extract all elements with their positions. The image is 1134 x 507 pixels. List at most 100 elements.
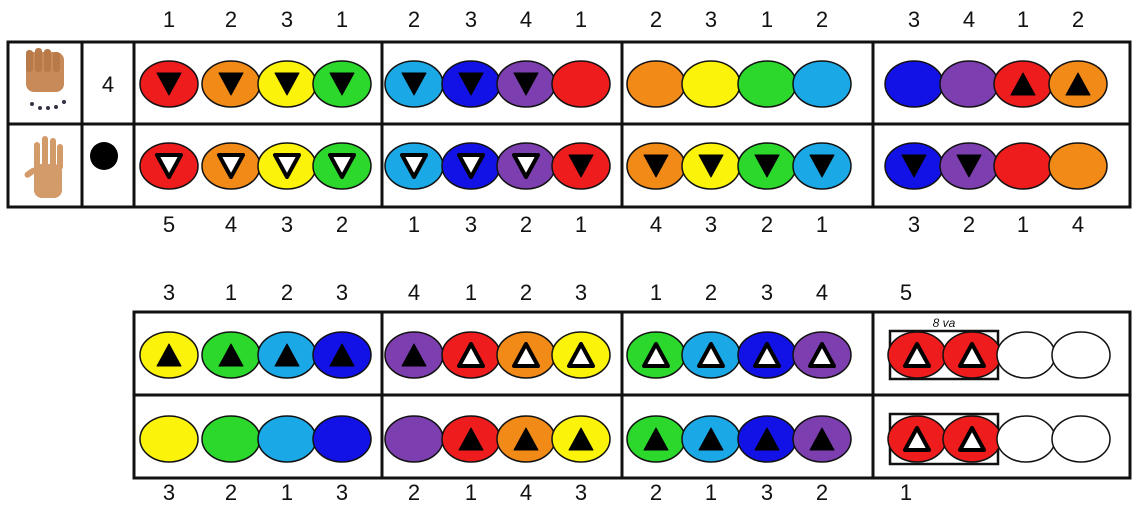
note-s2-r1-3: [258, 332, 316, 378]
finger-number-s1-bottom: 2: [761, 212, 773, 237]
note-s2-r2-10: [682, 416, 740, 462]
note-s2-r1-4: [313, 332, 371, 378]
note-circle: [997, 332, 1055, 378]
note-s2-r1-10: [682, 332, 740, 378]
note-circle: [1052, 332, 1110, 378]
note-s1-r2-12: [793, 143, 851, 189]
filled-circle-icon: [90, 142, 118, 170]
finger-number-s1-top: 1: [336, 7, 348, 32]
finger-number-s1-top: 2: [650, 7, 662, 32]
finger-number-s1-top: 1: [575, 7, 587, 32]
finger-number-s1-bottom: 2: [963, 212, 975, 237]
finger-number-s1-bottom: 1: [816, 212, 828, 237]
note-s1-r2-11: [738, 143, 796, 189]
note-s2-r1-15: [997, 332, 1055, 378]
finger-number-s1-bottom: 5: [163, 212, 175, 237]
note-s1-r2-7: [497, 143, 555, 189]
finger-number-s2-top: 3: [575, 280, 587, 305]
note-s1-r2-5: [385, 143, 443, 189]
note-s1-r2-9: [627, 143, 685, 189]
note-s2-r2-11: [738, 416, 796, 462]
note-s1-r1-13: [885, 61, 943, 107]
note-s1-r1-14: [940, 61, 998, 107]
finger-number-s2-top: 4: [816, 280, 828, 305]
finger-number-s1-bottom: 3: [281, 212, 293, 237]
finger-number-s1-top: 2: [816, 7, 828, 32]
finger-number-s1-bottom: 1: [408, 212, 420, 237]
note-circle: [1049, 143, 1107, 189]
note-s1-r2-1: [140, 143, 198, 189]
note-circle: [994, 143, 1052, 189]
finger-number-s2-bottom: 2: [816, 480, 828, 505]
finger-number-s2-top: 3: [761, 280, 773, 305]
note-s2-r1-6: [442, 332, 500, 378]
note-s1-r1-2: [202, 61, 260, 107]
note-s1-r1-11: [738, 61, 796, 107]
note-circle: [258, 416, 316, 462]
note-s1-r1-4: [313, 61, 371, 107]
hand-back-icon: [26, 48, 66, 110]
note-s2-r2-12: [793, 416, 851, 462]
note-s1-r1-1: [140, 61, 198, 107]
finger-number-s1-bottom: 3: [705, 212, 717, 237]
finger-number-s1-top: 4: [963, 7, 975, 32]
finger-number-s1-bottom: 3: [465, 212, 477, 237]
note-s1-r1-12: [793, 61, 851, 107]
finger-number-s2-top: 1: [225, 280, 237, 305]
finger-number-s1-top: 2: [1072, 7, 1084, 32]
note-s2-r2-15: [997, 416, 1055, 462]
note-circle: [682, 61, 740, 107]
finger-number-s1-top: 2: [408, 7, 420, 32]
note-s1-r1-9: [627, 61, 685, 107]
note-s2-r1-1: [140, 332, 198, 378]
finger-number-s1-bottom: 4: [650, 212, 662, 237]
hand-palm-icon: [23, 136, 63, 198]
octave-label: 8 va: [933, 316, 956, 330]
note-s1-r2-13: [885, 143, 943, 189]
finger-number-s2-top: 5: [900, 280, 912, 305]
finger-number-s1-top: 2: [225, 7, 237, 32]
note-s2-r1-9: [627, 332, 685, 378]
note-s2-r1-12: [793, 332, 851, 378]
note-s2-r1-2: [202, 332, 260, 378]
note-s1-r1-7: [497, 61, 555, 107]
finger-number-s1-top: 3: [465, 7, 477, 32]
note-s2-r1-14: [943, 332, 1001, 378]
note-circle: [202, 416, 260, 462]
note-circle: [552, 61, 610, 107]
finger-number-s2-bottom: 4: [520, 480, 532, 505]
finger-number-s1-top: 1: [1017, 7, 1029, 32]
finger-number-s2-bottom: 2: [225, 480, 237, 505]
note-s1-r2-15: [994, 143, 1052, 189]
finger-number-s2-bottom: 1: [465, 480, 477, 505]
finger-number-s2-bottom: 2: [650, 480, 662, 505]
note-s2-r1-7: [497, 332, 555, 378]
note-s2-r2-3: [258, 416, 316, 462]
note-s2-r2-9: [627, 416, 685, 462]
finger-number-s1-top: 1: [163, 7, 175, 32]
note-s2-r2-5: [385, 416, 443, 462]
note-s1-r1-8: [552, 61, 610, 107]
finger-number-s1-top: 3: [908, 7, 920, 32]
note-s1-r1-5: [385, 61, 443, 107]
note-circle: [940, 61, 998, 107]
note-s1-r2-6: [442, 143, 500, 189]
finger-number-s2-bottom: 1: [900, 480, 912, 505]
note-s1-r1-16: [1049, 61, 1107, 107]
finger-number-s1-top: 3: [705, 7, 717, 32]
finger-number-s1-bottom: 1: [1017, 212, 1029, 237]
finger-number-s2-top: 2: [520, 280, 532, 305]
note-s1-r1-15: [994, 61, 1052, 107]
note-s1-r2-14: [940, 143, 998, 189]
note-s2-r2-14: [943, 416, 1001, 462]
note-circle: [793, 61, 851, 107]
finger-number-s2-top: 3: [163, 280, 175, 305]
finger-number-s1-bottom: 4: [1072, 212, 1084, 237]
finger-number-s2-top: 1: [465, 280, 477, 305]
finger-number-s1-top: 3: [281, 7, 293, 32]
finger-number-s2-top: 2: [281, 280, 293, 305]
finger-number-s2-top: 3: [336, 280, 348, 305]
note-circle: [738, 61, 796, 107]
note-s2-r1-16: [1052, 332, 1110, 378]
